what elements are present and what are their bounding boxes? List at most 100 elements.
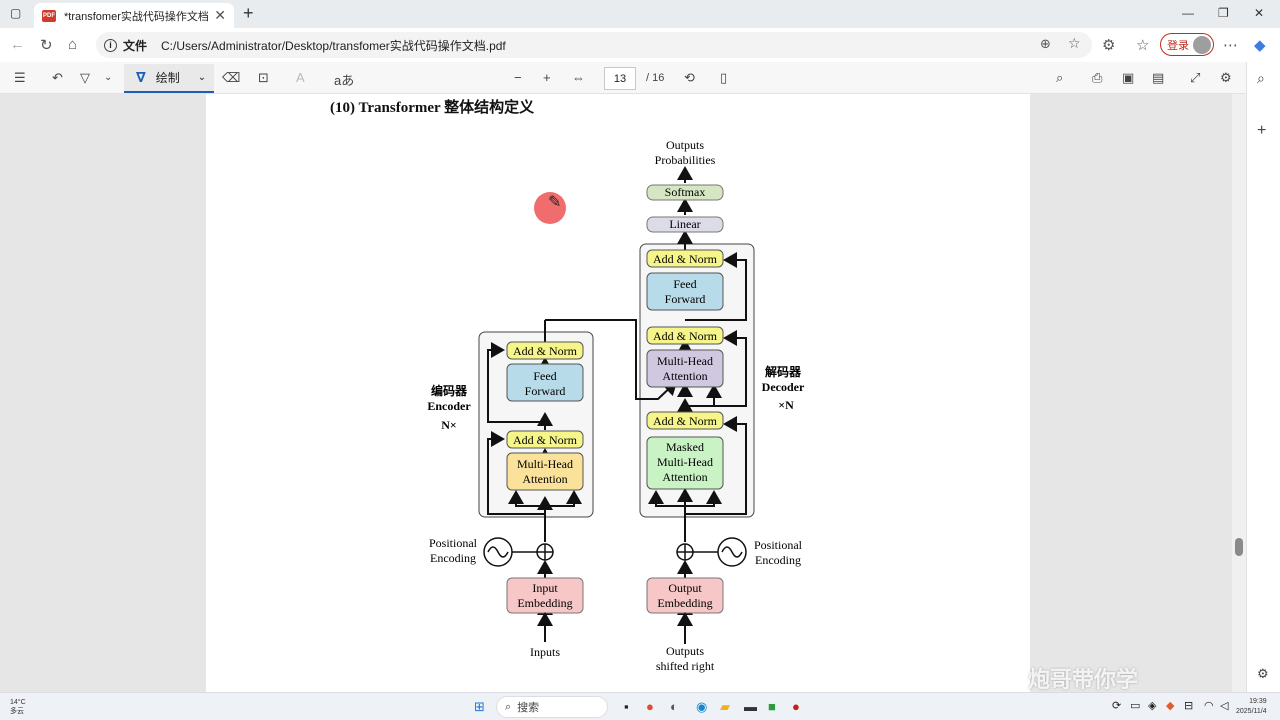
search-icon[interactable]: ⌕ [1056,70,1064,85]
tray-icon-2[interactable]: ▭ [1130,700,1141,712]
wifi-icon[interactable]: ◠ [1204,700,1214,712]
edge-icon[interactable]: ◉ [696,699,708,714]
pen-cursor-highlight [534,192,566,224]
tray-icon-5[interactable]: ⊟ [1184,700,1194,712]
extensions-icon[interactable]: ⚙ [1102,37,1116,54]
decoder-add-norm-top [646,249,724,268]
favorites-icon[interactable]: ☆ [1136,37,1150,54]
decoder-add-norm-mid-label: Add & Norm [653,329,718,343]
page-number-input[interactable]: 13 [604,67,636,90]
softmax-box [646,184,724,201]
highlight-icon[interactable]: ▽ [80,70,90,85]
input-embedding-line1: Input [532,581,558,595]
inputs-label: Inputs [530,645,560,659]
terminal-icon[interactable]: ▬ [744,699,757,714]
encoder-mha-line2: Attention [522,472,567,486]
new-tab-icon[interactable]: + [243,3,254,23]
file-explorer-icon[interactable]: ▰ [720,699,730,714]
tray-icon-4[interactable]: ◆ [1166,700,1175,712]
encoder-pos-line2: Encoding [430,551,476,565]
zoom-icon[interactable]: ⊕ [1040,36,1051,51]
output-embedding-line1: Output [668,581,702,595]
address-bar[interactable]: i 文件 C:/Users/Administrator/Desktop/tran… [96,32,1092,58]
encoder-pos-line1: Positional [429,536,478,550]
browser-tab[interactable]: PDF *transfomer实战代码操作文档.pdf ✕ [34,3,234,28]
encoder-feed-forward [506,363,584,402]
fit-width-icon[interactable]: ⇔ [572,70,585,85]
login-button[interactable]: 登录 [1160,33,1214,56]
decoder-add-norm-bottom-label: Add & Norm [653,414,718,428]
scrollbar-thumb[interactable] [1235,538,1243,556]
draw-dropdown-icon[interactable]: ⌄ [197,72,207,83]
draw-pen-icon: ∇ [136,69,146,85]
tray-icon-3[interactable]: ◈ [1148,700,1157,712]
sidebar-search-icon[interactable]: ⌕ [1257,70,1265,86]
pycharm-icon[interactable]: ■ [768,699,776,714]
outputs-shifted-line1: Outputs [666,644,704,658]
task-view-icon[interactable]: ▪ [624,699,629,714]
undo-icon[interactable]: ↶ [52,70,63,85]
copilot-icon[interactable]: ◆ [1254,37,1266,54]
decoder-label-en: Decoder [762,380,805,394]
volume-icon[interactable]: ◁ [1220,700,1229,712]
print-icon[interactable]: ⎙ [1092,70,1103,85]
refresh-icon[interactable]: ↻ [40,37,53,54]
app-icon-1[interactable]: ◐ [670,699,678,714]
decoder-multi-head-attention [646,349,724,388]
vertical-scrollbar[interactable] [1232,94,1246,692]
pdf-viewer: (10) Transformer 整体结构定义 [0,94,1232,692]
record-icon[interactable]: ● [792,699,800,714]
outputs-shifted-line2: shifted right [656,659,715,673]
clock-date: 2025/11/4 [1236,708,1267,715]
encoder-add-norm-top [506,341,584,360]
zoom-in-icon[interactable]: + [543,70,551,85]
favorite-star-icon[interactable]: ☆ [1068,35,1081,51]
info-icon[interactable]: i [104,38,117,52]
decoder-label-cn: 解码器 [765,364,802,379]
decoder-label-n: ×N [778,398,794,412]
clock[interactable]: 19:39 2025/11/4 [1236,697,1267,717]
chrome-icon[interactable]: ● [646,699,654,714]
page-view-icon[interactable]: ▯ [720,70,728,85]
linear-label: Linear [669,217,700,231]
read-aloud-button[interactable]: aあ [334,73,355,88]
tab-close-icon[interactable]: ✕ [214,7,226,23]
text-box-icon[interactable]: ⊡ [258,70,269,85]
back-icon[interactable]: ← [10,36,25,53]
taskbar-search-label: 搜索 [517,702,540,714]
more-icon[interactable]: ⋯ [1223,37,1238,54]
weather-temp: 14°C [10,699,26,706]
settings-icon[interactable]: ⚙ [1220,70,1232,85]
tab-actions-icon[interactable]: ▢ [10,6,22,20]
maximize-icon[interactable]: ❐ [1218,6,1229,20]
taskbar-search[interactable]: ⌕ 搜索 [496,696,608,718]
start-icon[interactable]: ⊞ [474,699,485,714]
url-text[interactable]: C:/Users/Administrator/Desktop/transfome… [161,38,506,53]
encoder-add-norm-bottom-label: Add & Norm [513,433,578,447]
sidebar-settings-icon[interactable]: ⚙ [1257,666,1269,681]
minimize-icon[interactable]: — [1182,6,1194,20]
decoder-feed-forward-line1: Feed [673,277,696,291]
fullscreen-icon[interactable]: ⤢ [1190,70,1201,85]
save-icon[interactable]: ▣ [1122,70,1135,85]
zoom-out-icon[interactable]: − [514,70,522,85]
clock-time: 19:39 [1249,698,1267,705]
encoder-add-norm-top-label: Add & Norm [513,344,578,358]
rotate-icon[interactable]: ⟲ [684,70,695,85]
tray-icon-1[interactable]: ⟳ [1112,700,1122,712]
draw-button[interactable]: ∇ 绘制 ⌄ [124,64,214,93]
weather-desc: 多云 [10,708,24,715]
sidebar-add-icon[interactable]: + [1257,122,1267,139]
home-icon[interactable]: ⌂ [68,36,78,53]
encoder-feed-forward-line2: Forward [525,384,566,398]
eraser-icon[interactable]: ⌫ [222,70,241,85]
encoder-multi-head-attention [506,452,584,491]
save-as-icon[interactable]: ▤ [1152,70,1165,85]
section-heading: (10) Transformer 整体结构定义 [330,100,535,116]
weather-widget[interactable]: 14°C 多云 [10,698,26,716]
highlight-dropdown-icon[interactable]: ⌄ [104,72,113,83]
pencil-cursor-icon: ✎ [548,194,562,211]
contents-icon[interactable]: ☰ [14,70,26,85]
close-window-icon[interactable]: ✕ [1254,6,1265,20]
decoder-feed-forward-line2: Forward [665,292,706,306]
